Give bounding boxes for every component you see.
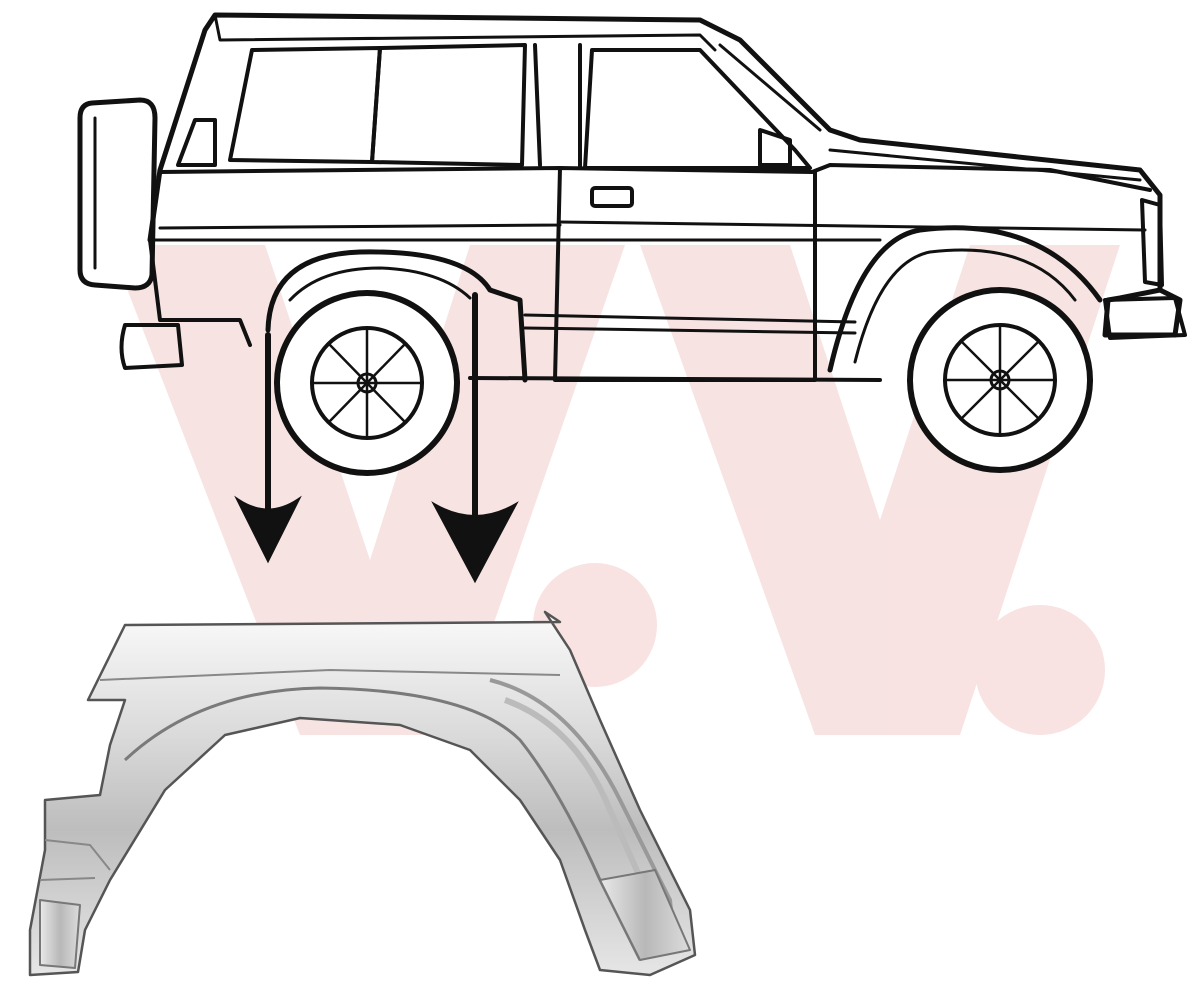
front-bumper: [1103, 296, 1187, 340]
rear-lower-body: [148, 238, 252, 347]
side-trim: [523, 313, 857, 335]
front-rim: [943, 323, 1057, 437]
rear-wheel-flare: [265, 249, 528, 383]
panel-crease-top: [99, 669, 561, 681]
watermark-v-left: [110, 245, 625, 735]
rear-quarter-window: [176, 118, 217, 167]
door-window: [583, 48, 812, 170]
panel-lower-step: [39, 839, 111, 881]
rear-spokes: [312, 328, 422, 438]
body-outline: [147, 12, 1183, 338]
rear-wheel-arch-panel-icon: [28, 610, 697, 977]
b-pillar: [533, 43, 582, 170]
sill: [468, 376, 882, 382]
arrow-down-icon-2: [431, 292, 519, 584]
rear-side-window: [228, 46, 382, 164]
hood-line: [828, 148, 1142, 182]
watermark-dot-right: [975, 605, 1105, 735]
grille: [1140, 198, 1164, 287]
mirror: [758, 128, 792, 167]
lower-body-line: [153, 220, 1147, 242]
panel-crease-arch: [123, 686, 642, 961]
suv-side-view-icon: [77, 12, 1187, 476]
front-spokes: [945, 325, 1055, 435]
spare-wheel: [77, 97, 158, 291]
panel-flange: [489, 678, 677, 951]
middle-side-window: [370, 43, 527, 167]
windscreen: [718, 43, 822, 132]
panel-outline: [28, 610, 697, 977]
door-handle: [590, 186, 634, 208]
rear-bumper: [119, 323, 184, 370]
rear-wheel-flare-inner: [288, 266, 472, 302]
panel-flange-inner: [503, 697, 653, 902]
panel-front-foot: [599, 869, 691, 961]
rear-rim: [310, 326, 424, 440]
front-wheel-flare-inner: [853, 248, 1077, 364]
roof-line: [213, 13, 717, 52]
panel-rear-foot: [39, 899, 81, 969]
arrow-down-icon: [234, 332, 302, 564]
front-wheel-flare: [827, 225, 1103, 373]
